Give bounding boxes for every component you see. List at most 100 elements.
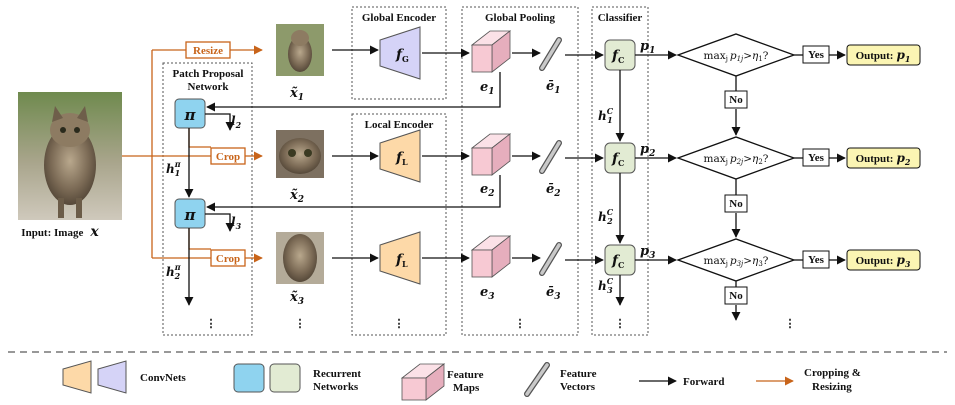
- svg-text:Resize: Resize: [193, 45, 223, 57]
- l3-label: l3: [231, 215, 242, 231]
- legend-recurrent-green: [269, 363, 301, 393]
- output-box-2: Output:p2: [846, 147, 921, 169]
- pi-network-2: π: [174, 198, 206, 229]
- classifier-section: [591, 6, 649, 336]
- feature-map-3: [470, 235, 512, 278]
- output-box-1: Output:p1: [846, 44, 921, 66]
- legend-convnet-purple: [97, 360, 127, 394]
- svg-text:fC: fC: [611, 48, 624, 65]
- patch-proposal-section: [162, 62, 253, 336]
- feature-map-1: [470, 30, 512, 73]
- feature-vector-1: [539, 37, 562, 71]
- svg-text:π: π: [184, 206, 197, 224]
- svg-text:Yes: Yes: [808, 152, 825, 164]
- svg-text:⋮: ⋮: [515, 318, 526, 330]
- vec-label-1: ē1: [546, 79, 561, 96]
- patch-proposal-title: Patch Proposal: [173, 68, 244, 80]
- patch-image-2: [276, 130, 324, 178]
- yes-box-1: Yes: [802, 45, 830, 64]
- svg-text:Output:p1: Output:p1: [856, 48, 911, 64]
- feature-vector-2: [539, 140, 562, 174]
- local-encoder-title: Local Encoder: [365, 119, 434, 131]
- svg-text:fC: fC: [611, 151, 624, 168]
- legend-networks: Networks: [313, 381, 359, 393]
- map-label-1: e1: [480, 80, 495, 97]
- local-encoder-fl-2: fL: [379, 231, 421, 285]
- map-label-3: e3: [480, 285, 495, 302]
- forward-arrows: [206, 45, 677, 306]
- crop-box-row2: Crop: [210, 147, 246, 165]
- svg-text:⋮: ⋮: [785, 318, 796, 330]
- no-box-2: No: [724, 194, 748, 213]
- decision-arrows: [731, 50, 846, 321]
- pi-network-1: π: [174, 98, 206, 129]
- legend-feature-maps: Feature: [447, 369, 484, 381]
- svg-text:No: No: [729, 290, 743, 302]
- legend-feature-vectors-line2: Vectors: [560, 381, 596, 393]
- map-label-2: e2: [480, 182, 495, 199]
- patch-image-1: [276, 24, 324, 76]
- svg-text:Output:p2: Output:p2: [856, 151, 911, 167]
- l2-label: l2: [231, 114, 242, 130]
- input-label: Input: Image x: [21, 223, 99, 240]
- patch-label-1: x̃1: [289, 86, 304, 103]
- patch-label-3: x̃3: [289, 290, 304, 307]
- legend-convnet-orange: [62, 360, 92, 394]
- classifier-fc-3: fC: [604, 244, 636, 276]
- no-box-3: No: [724, 286, 748, 305]
- svg-text:⋮: ⋮: [206, 318, 217, 330]
- patch-proposal-title-line2: Network: [188, 81, 230, 93]
- continuation-dots: ⋮ ⋮ ⋮ ⋮ ⋮ ⋮: [206, 318, 796, 330]
- svg-text:fG: fG: [395, 47, 409, 64]
- svg-text:No: No: [729, 94, 743, 106]
- legend-feature-maps-line2: Maps: [453, 382, 480, 394]
- input-image: [18, 92, 122, 220]
- global-pooling-section: [461, 6, 579, 336]
- legend-recurrent: Recurrent: [313, 368, 361, 380]
- prob-label-2: p2: [640, 142, 655, 159]
- vec-label-2: ē2: [546, 182, 561, 199]
- feature-map-2: [470, 133, 512, 176]
- legend-resizing: Resizing: [812, 381, 852, 393]
- legend-cropping: Cropping &: [804, 367, 861, 379]
- legend-feature-vectors: Feature: [560, 368, 597, 380]
- yes-box-2: Yes: [802, 148, 830, 167]
- svg-text:No: No: [729, 198, 743, 210]
- svg-text:Crop: Crop: [216, 253, 240, 265]
- legend-forward: Forward: [683, 376, 725, 388]
- svg-text:Crop: Crop: [216, 151, 240, 163]
- patch-image-3: [276, 232, 324, 284]
- legend-recurrent-blue: [233, 363, 265, 393]
- global-encoder-title: Global Encoder: [362, 12, 436, 24]
- resize-box: Resize: [185, 41, 231, 59]
- classifier-title: Classifier: [598, 12, 643, 24]
- local-encoder-section: [351, 113, 447, 336]
- legend: ConvNets Recurrent Networks Feature Maps…: [62, 360, 861, 401]
- legend-feature-vector-icon: [524, 362, 550, 397]
- classifier-fc-2: fC: [604, 142, 636, 174]
- svg-text:⋮: ⋮: [295, 318, 306, 330]
- prob-label-1: p1: [640, 39, 655, 56]
- svg-text:fC: fC: [611, 253, 624, 270]
- svg-text:Yes: Yes: [808, 254, 825, 266]
- classifier-fc-1: fC: [604, 39, 636, 71]
- no-box-1: No: [724, 90, 748, 109]
- legend-convnets: ConvNets: [140, 372, 187, 384]
- svg-text:Yes: Yes: [808, 49, 825, 61]
- feature-vector-3: [539, 242, 562, 276]
- svg-text:⋮: ⋮: [394, 318, 405, 330]
- vec-label-3: ē3: [546, 285, 561, 302]
- svg-text:fL: fL: [395, 252, 408, 269]
- crop-box-row3: Crop: [210, 249, 246, 267]
- patch-proposal-arrows: [184, 113, 235, 306]
